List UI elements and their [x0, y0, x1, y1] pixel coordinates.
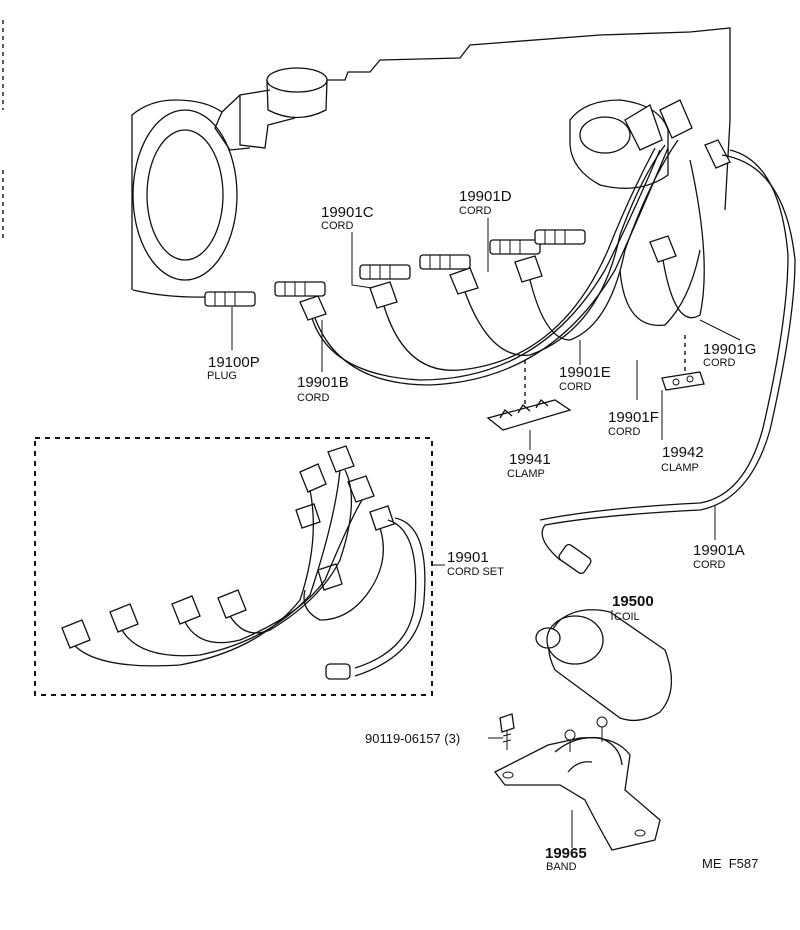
ignition-coil: [535, 609, 673, 722]
ignition-cords: [299, 139, 796, 575]
spark-plug-2: [274, 281, 326, 297]
part-number-cord-g: 19901G: [703, 341, 756, 358]
label-clamp-19941: 19941 CLAMP: [507, 451, 551, 480]
cord-set-box: [34, 437, 433, 696]
label-plug: 19100P PLUG: [207, 354, 260, 382]
label-band: 19965 BAND: [545, 845, 587, 873]
spark-plug-1: [204, 291, 256, 307]
part-number-clamp-19941: 19941: [509, 451, 551, 468]
spark-plugs: [204, 229, 586, 307]
label-clamp-19942: 19942 CLAMP: [661, 444, 704, 474]
part-number-plug: 19100P: [208, 354, 260, 371]
band-bracket: [494, 716, 661, 851]
part-desc-cord-d: CORD: [459, 205, 491, 217]
bolt-drawing: [499, 713, 515, 750]
part-number-cord-a: 19901A: [693, 542, 745, 559]
part-number-clamp-19942: 19942: [662, 444, 704, 461]
spark-plug-3: [359, 264, 411, 280]
label-cord-a: 19901A CORD: [693, 542, 745, 571]
spark-plug-6: [534, 229, 586, 245]
part-desc-clamp-19941: CLAMP: [507, 468, 545, 480]
clamp-19942-drawing: [661, 335, 705, 391]
part-desc-cord-e: CORD: [559, 381, 591, 393]
label-cord-f: 19901F CORD: [608, 409, 659, 438]
figure-code: ME F587: [702, 856, 758, 871]
label-coil: 19500 COIL: [612, 593, 654, 623]
label-cord-g: 19901G CORD: [703, 341, 756, 369]
label-cord-e: 19901E CORD: [559, 364, 611, 393]
part-desc-cord-a: CORD: [693, 559, 725, 571]
label-cord-d: 19901D CORD: [459, 188, 512, 217]
part-desc-band: BAND: [546, 861, 577, 873]
part-number-cord-f: 19901F: [608, 409, 659, 426]
part-number-cord-set: 19901: [447, 549, 489, 566]
part-number-coil: 19500: [612, 593, 654, 610]
part-desc-cord-f: CORD: [608, 426, 640, 438]
label-bolt: 90119-06157 (3): [365, 731, 460, 746]
clamp-19941-drawing: [486, 360, 572, 431]
part-desc-cord-set: CORD SET: [447, 566, 504, 578]
part-number-cord-b: 19901B: [297, 374, 349, 391]
part-desc-plug: PLUG: [207, 370, 237, 382]
part-desc-cord-b: CORD: [297, 392, 329, 404]
part-desc-clamp-19942: CLAMP: [661, 462, 699, 474]
part-number-bolt: 90119-06157 (3): [365, 731, 460, 746]
part-number-cord-e: 19901E: [559, 364, 611, 381]
part-number-cord-d: 19901D: [459, 188, 512, 205]
leader-lines: [231, 218, 741, 848]
part-number-band: 19965: [545, 845, 587, 862]
part-desc-coil: COIL: [614, 611, 640, 623]
part-desc-cord-g: CORD: [703, 357, 735, 369]
label-cord-set: 19901 CORD SET: [447, 549, 504, 578]
spark-plug-4: [419, 254, 471, 270]
spark-plug-5: [489, 239, 541, 255]
label-cord-c: 19901C CORD: [321, 204, 374, 232]
engine-block: [131, 27, 731, 298]
label-cord-b: 19901B CORD: [297, 374, 349, 404]
part-desc-cord-c: CORD: [321, 220, 353, 232]
part-number-cord-c: 19901C: [321, 204, 374, 221]
